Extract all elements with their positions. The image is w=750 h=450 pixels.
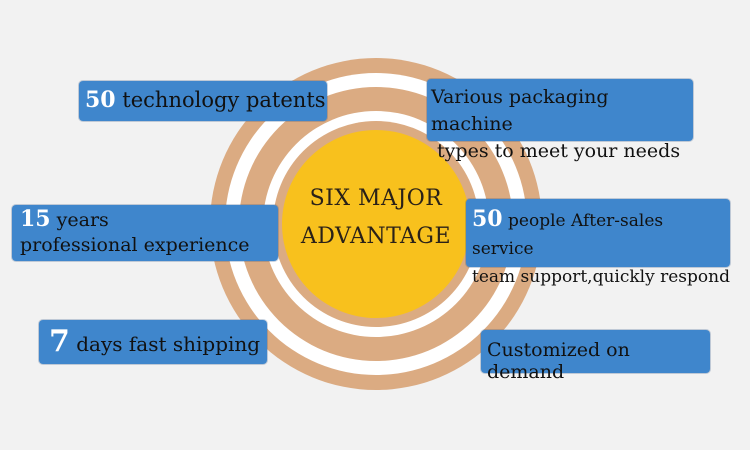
- advantage-text-line2: types to meet your needs: [431, 140, 681, 162]
- advantage-number: 15: [20, 206, 51, 232]
- advantage-text-line1: Various packaging machine: [431, 86, 609, 135]
- advantage-number: 7: [49, 324, 70, 359]
- advantage-text: days fast shipping: [69, 332, 261, 356]
- advantage-machine-types: Various packaging machine types to meet …: [427, 79, 693, 162]
- advantage-shipping: 7 days fast shipping: [39, 320, 267, 364]
- advantage-experience: 15 years professional experience: [12, 205, 278, 261]
- advantage-text-line1: people After-sales service: [472, 211, 664, 259]
- advantage-text: technology patents: [115, 88, 326, 112]
- center-circle: [282, 130, 470, 318]
- center-title-line1: SIX MAJOR: [309, 186, 443, 211]
- advantage-text: Customized on demand: [487, 339, 630, 383]
- advantage-after-sales: 50 people After-sales service team suppo…: [466, 199, 730, 287]
- advantage-text-line2: professional experience: [20, 234, 250, 256]
- advantage-number: 50: [472, 206, 503, 232]
- center-title-line2: ADVANTAGE: [300, 224, 452, 249]
- advantage-patents: 50 technology patents: [79, 81, 327, 121]
- advantage-text-line2: team support,quickly respond: [472, 267, 730, 287]
- advantage-text-line1: years: [50, 209, 109, 231]
- advantage-number: 50: [85, 87, 116, 113]
- center-title: SIX MAJOR ADVANTAGE: [282, 180, 470, 256]
- advantage-customized: Customized on demand: [481, 330, 710, 383]
